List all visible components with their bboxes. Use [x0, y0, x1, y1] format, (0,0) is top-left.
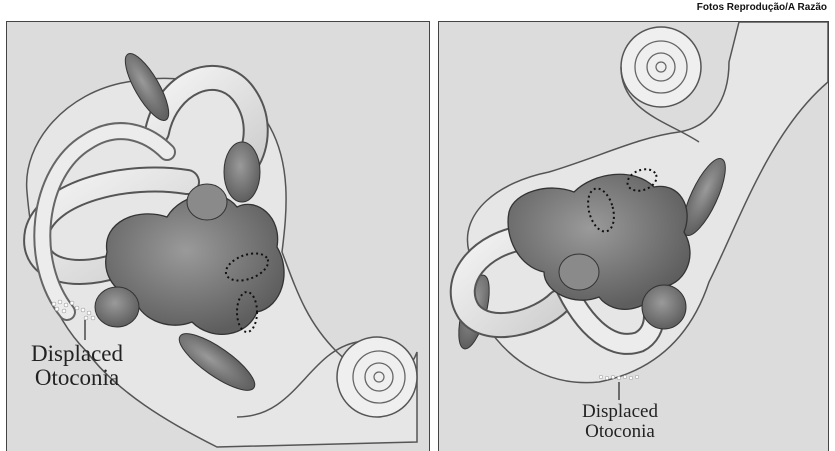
- caption-displaced-otoconia-left: Displaced Otoconia: [18, 342, 136, 390]
- caption-line-1: Displaced: [560, 402, 680, 422]
- caption-displaced-otoconia-right: Displaced Otoconia: [560, 402, 680, 442]
- caption-line-2: Otoconia: [18, 366, 136, 390]
- caption-line-1: Displaced: [18, 342, 136, 366]
- inner-ear-illustration-right: [439, 22, 828, 451]
- caption-line-2: Otoconia: [560, 422, 680, 442]
- photo-credit: Fotos Reprodução/A Razão: [697, 2, 827, 13]
- right-illustration-panel: [438, 21, 829, 451]
